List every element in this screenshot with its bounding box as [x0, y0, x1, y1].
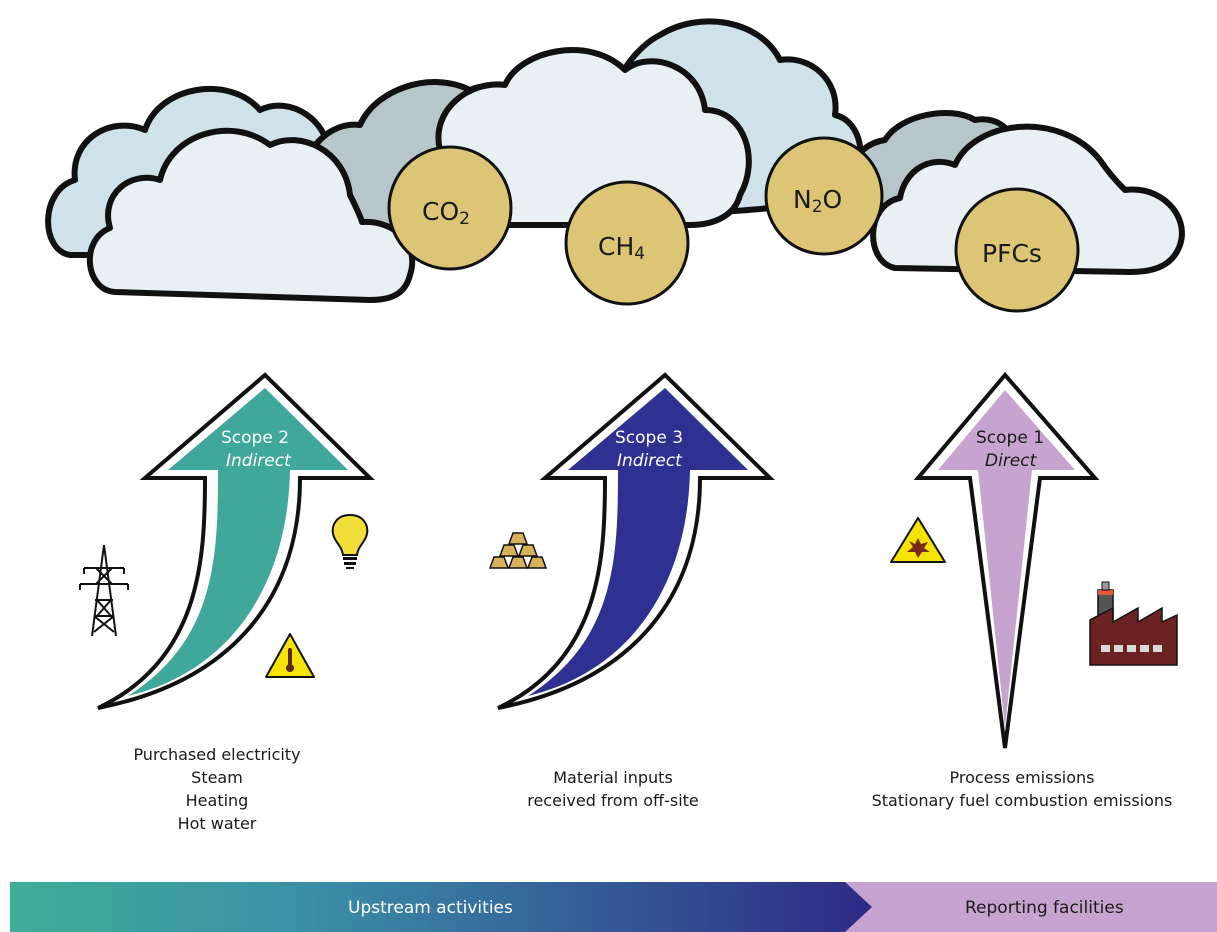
scope1-title: Scope 1 [976, 428, 1044, 448]
gas-label: CH4 [598, 232, 645, 264]
caption-line: Stationary fuel combustion emissions [871, 791, 1173, 810]
scope3-arrow-fill [528, 388, 748, 696]
gas-circle-n2o: N2O [764, 136, 884, 256]
scope3-caption: Material inputs received from off-site [503, 766, 723, 812]
scope3-arrow: Scope 3 Indirect [497, 372, 775, 710]
caption-line: Purchased electricity [133, 745, 301, 764]
reporting-facilities-label: Reporting facilities [965, 898, 1124, 918]
caption-line: Hot water [177, 814, 257, 833]
gas-main: PFCs [982, 239, 1042, 268]
caption-line: received from off-site [527, 791, 699, 810]
gas-label: N2O [793, 185, 842, 217]
caption-line: Steam [191, 768, 243, 787]
scope2-subtitle: Indirect [226, 451, 292, 471]
scope3-subtitle: Indirect [617, 451, 683, 471]
scope1-caption: Process emissions Stationary fuel combus… [840, 766, 1204, 812]
gas-main: CH [598, 232, 634, 261]
scope2-arrow-fill [128, 388, 348, 696]
gas-tail: O [823, 185, 843, 214]
scope3-title: Scope 3 [615, 428, 683, 448]
caption-line: Process emissions [949, 768, 1095, 787]
gas-circle-ch4: CH4 [564, 180, 690, 306]
gas-label: PFCs [982, 239, 1042, 268]
scope2-arrow: Scope 2 Indirect [97, 372, 375, 710]
scope1-arrow: Scope 1 Direct [913, 371, 1100, 749]
light-bulb-icon [331, 513, 369, 569]
caption-line: Heating [185, 791, 249, 810]
gold-bars-icon [488, 532, 548, 569]
gas-circle-pfcs: PFCs [954, 187, 1080, 313]
power-pylon-icon [79, 544, 129, 637]
gas-sub: 4 [634, 244, 645, 264]
bottom-bar [10, 882, 1217, 932]
gas-label: CO2 [422, 197, 470, 229]
factory-icon [1089, 581, 1178, 666]
scope2-caption: Purchased electricity Steam Heating Hot … [117, 743, 317, 835]
gas-circle-co2: CO2 [387, 145, 513, 271]
gas-main: CO [422, 197, 459, 226]
caption-line: Material inputs [553, 768, 673, 787]
scope2-title: Scope 2 [221, 428, 289, 448]
upstream-band [10, 882, 872, 932]
explosive-warning-icon [890, 517, 946, 563]
scope1-subtitle: Direct [985, 451, 1038, 471]
gas-sub: 2 [459, 209, 470, 229]
heat-warning-icon [265, 633, 315, 678]
reporting-band [840, 882, 1217, 932]
upstream-activities-label: Upstream activities [348, 898, 513, 918]
scope1-arrow-fill [938, 390, 1075, 728]
gas-main: N [793, 185, 812, 214]
gas-sub: 2 [812, 197, 823, 217]
